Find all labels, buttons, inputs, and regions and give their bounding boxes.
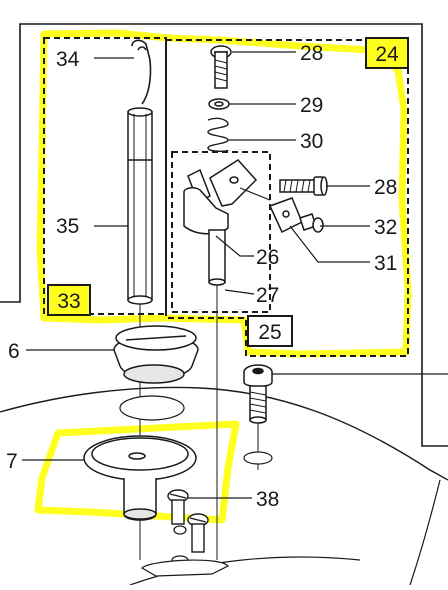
badge-25-label: 25 (258, 321, 281, 344)
callout-labels: 34 35 28 29 30 28 32 31 26 27 6 7 38 (6, 42, 397, 511)
part-26-needle-bar-bracket (183, 159, 258, 286)
callout-28-top: 28 (300, 42, 323, 65)
mounting-holes (119, 395, 273, 577)
badge-24: 24 (365, 37, 409, 69)
part-38-small-screws (167, 489, 209, 553)
part-right-socket-screw (243, 364, 273, 424)
part-30-spring (207, 117, 229, 153)
part-32-screw (299, 213, 324, 233)
badge-24-label: 24 (375, 43, 399, 66)
part-31-plate (268, 197, 303, 234)
callout-7: 7 (6, 450, 18, 473)
part-7-bobbin-base (83, 435, 197, 521)
callout-29: 29 (300, 94, 323, 117)
callout-34: 34 (56, 48, 80, 71)
part-35-shaft (127, 107, 153, 305)
badge-25: 25 (247, 315, 293, 347)
callout-31: 31 (374, 252, 397, 275)
dashed-box-25 (171, 151, 271, 313)
callout-6: 6 (8, 340, 20, 363)
part-28-top-screw (210, 45, 232, 89)
callout-26: 26 (256, 246, 279, 269)
callout-38: 38 (256, 488, 279, 511)
badge-33-label: 33 (57, 290, 80, 313)
callout-30: 30 (300, 130, 323, 153)
callout-35: 35 (56, 215, 79, 238)
part-6-knob (113, 325, 199, 384)
part-29-washer (208, 98, 230, 110)
leader-lines (22, 51, 448, 499)
part-28-side-screw (279, 176, 328, 196)
badge-33: 33 (47, 284, 91, 316)
dashed-box-33 (43, 37, 167, 315)
part-34-spring-clip (131, 39, 152, 105)
callout-28-side: 28 (374, 176, 397, 199)
callout-32: 32 (374, 216, 397, 239)
callout-27: 27 (256, 284, 279, 307)
